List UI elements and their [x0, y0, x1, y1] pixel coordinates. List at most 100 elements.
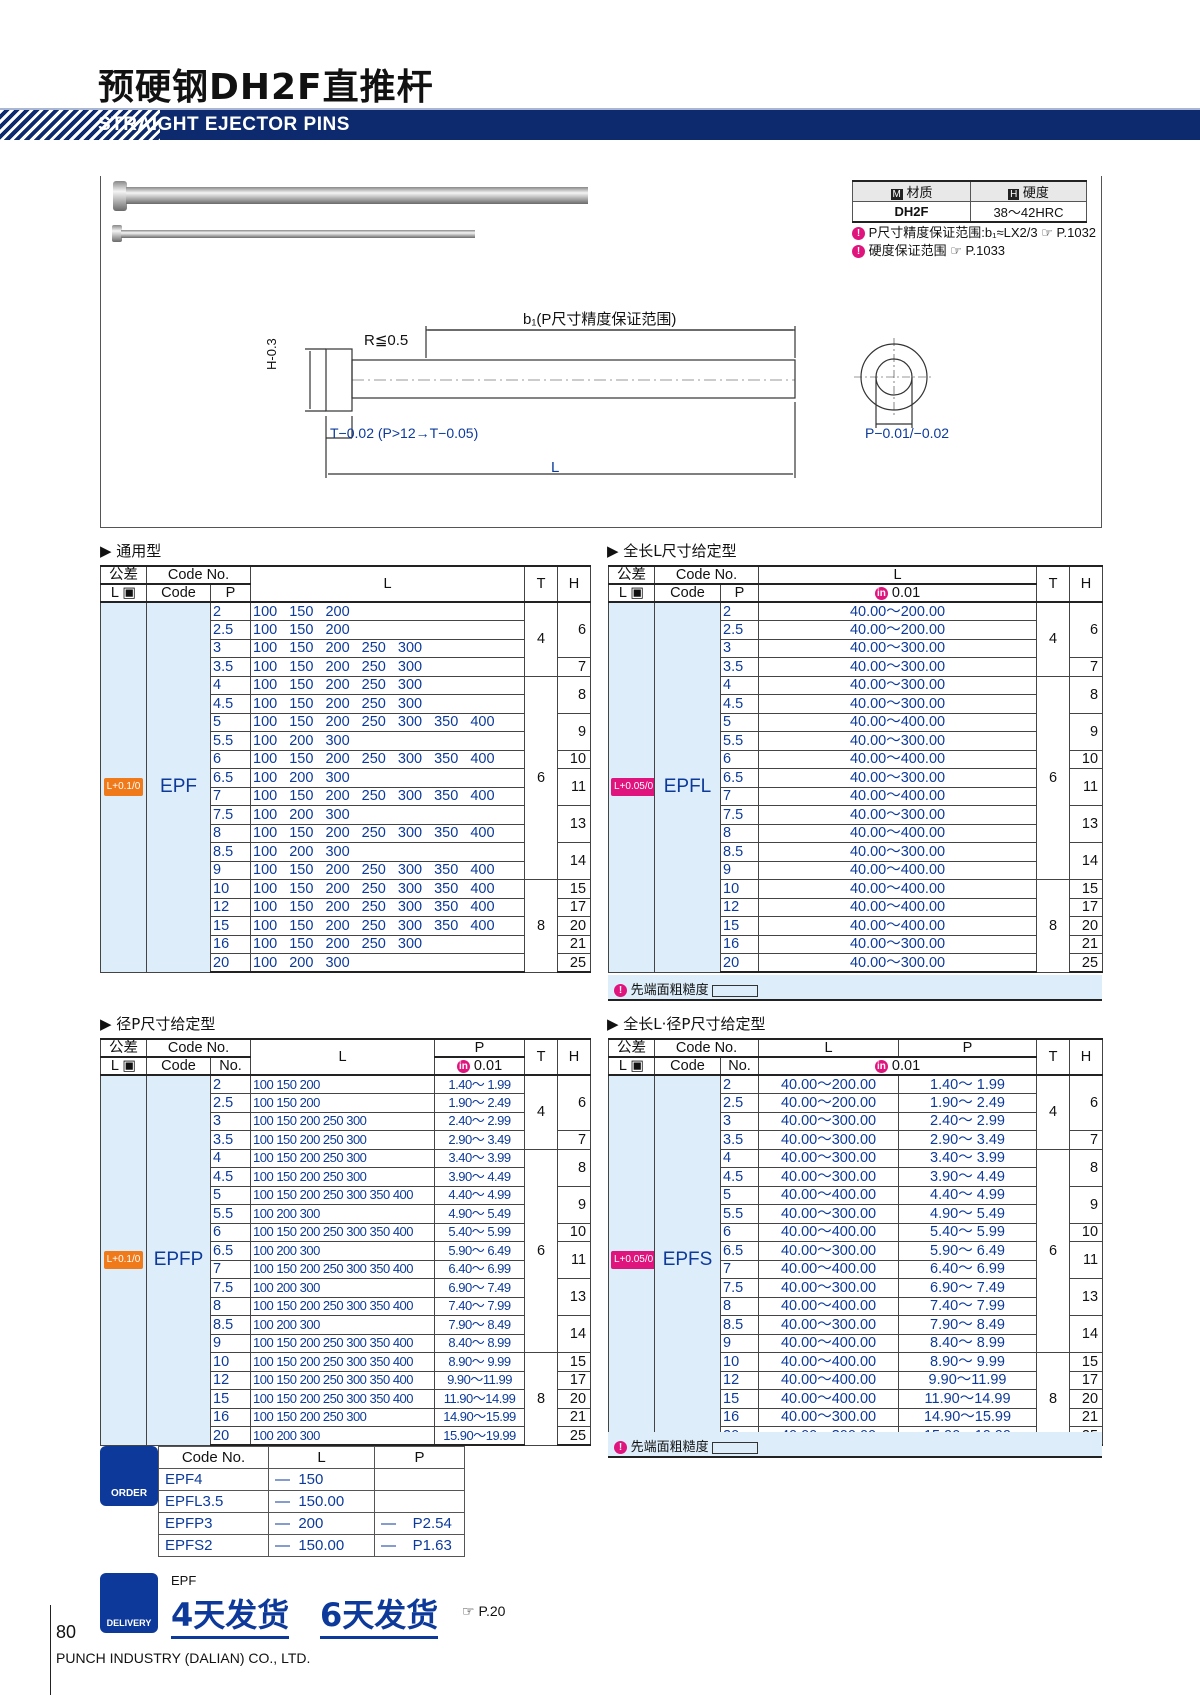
tol-header: 公差: [608, 1038, 655, 1058]
tol-header: 公差: [100, 565, 147, 585]
material-header: M 材质: [852, 180, 971, 202]
header-band-line: [0, 108, 1200, 111]
p-label: P−0.01/−0.02: [865, 425, 950, 441]
material-value: DH2F: [852, 201, 971, 223]
code-label: EPFL: [654, 601, 721, 973]
delivery-6day: 6天发货: [320, 1590, 439, 1639]
company-name: PUNCH INDUSTRY (DALIAN) CO., LTD.: [56, 1650, 311, 1666]
order-row: EPFS2— 150.00— P1.63: [158, 1534, 465, 1557]
delivery-code: EPF: [171, 1573, 197, 1588]
hardness-header: H 硬度: [970, 180, 1087, 202]
note-hardness: ! 硬度保证范围 ☞ P.1033: [852, 240, 1005, 259]
l-label: L: [551, 459, 560, 476]
product-figure: [100, 176, 1102, 528]
order-row: EPFL3.5— 150.00: [158, 1490, 465, 1513]
pin-drawing: [112, 181, 934, 478]
delivery-ref: ☞ P.20: [462, 1603, 506, 1619]
note-precision: ! P尺寸精度保证范围:b₁≈LX2/3 ☞ P.1032: [852, 222, 1096, 241]
tol-header: 公差: [608, 565, 655, 585]
tol-header: 公差: [100, 1038, 147, 1058]
section-diameter: ▶ 径P尺寸给定型: [100, 1015, 216, 1033]
t-label: T−0.02 (P>12→T−0.05): [330, 425, 479, 441]
roughness-note-2: ! 先端面粗糙度: [608, 1432, 1102, 1458]
header-band: [0, 110, 1200, 140]
pin-tip-icon: [712, 984, 759, 997]
code-label: EPFP: [146, 1074, 211, 1446]
delivery-icon: DELIVERY: [100, 1573, 158, 1633]
section-length-diameter: ▶ 全长L·径P尺寸给定型: [607, 1015, 766, 1033]
h-label: H-0.3: [264, 338, 279, 370]
order-row: EPFP3— 200— P2.54: [158, 1512, 465, 1535]
code-label: EPFS: [654, 1074, 721, 1446]
section-general: ▶ 通用型: [100, 542, 162, 560]
order-icon: ORDER: [100, 1446, 158, 1506]
code-label: EPF: [146, 601, 211, 973]
radius-label: R≦0.5: [364, 332, 409, 349]
delivery-4day: 4天发货: [171, 1590, 290, 1639]
page-title: 预硬钢DH2F直推杆: [98, 67, 434, 108]
header-hatch: [0, 110, 160, 140]
b1-label: b₁(P尺寸精度保证范围): [523, 311, 677, 328]
